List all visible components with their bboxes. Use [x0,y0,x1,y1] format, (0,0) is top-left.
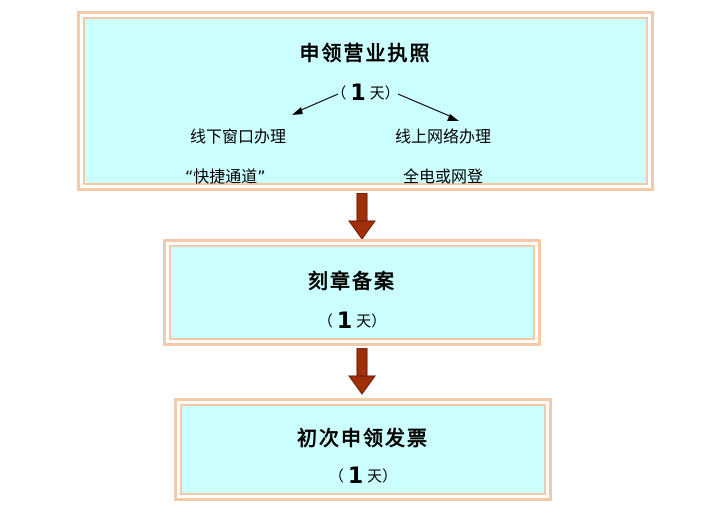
flow-arrow-2 [348,348,376,395]
branch-arrows [292,93,459,121]
branch-arrow-left [298,93,339,112]
duration-open-paren: （ [317,312,333,330]
duration-unit: 天） [356,312,387,330]
duration-open-paren: （ [328,467,344,485]
duration-number: 1 [347,464,364,489]
option-offline-note: “快捷通道” [185,167,266,186]
step-title-first-invoice: 初次申领发票 [297,426,429,450]
duration-open-paren: （ [331,84,347,102]
duration-unit: 天） [367,467,398,485]
option-online-note: 全电或网登 [403,167,484,186]
option-online-label: 线上网络办理 [395,127,492,146]
duration-number: 1 [350,81,366,106]
branch-arrowhead-right [447,114,459,121]
duration-number: 1 [336,309,353,334]
option-offline-label: 线下窗口办理 [190,127,287,146]
step-title-seal-registration: 刻章备案 [308,269,396,293]
step-title-business-license: 申领营业执照 [299,41,432,65]
branch-arrow-right [397,93,453,118]
duration-unit: 天） [369,84,400,102]
branch-arrowhead-left [292,107,303,115]
flow-arrow-1 [348,193,376,240]
